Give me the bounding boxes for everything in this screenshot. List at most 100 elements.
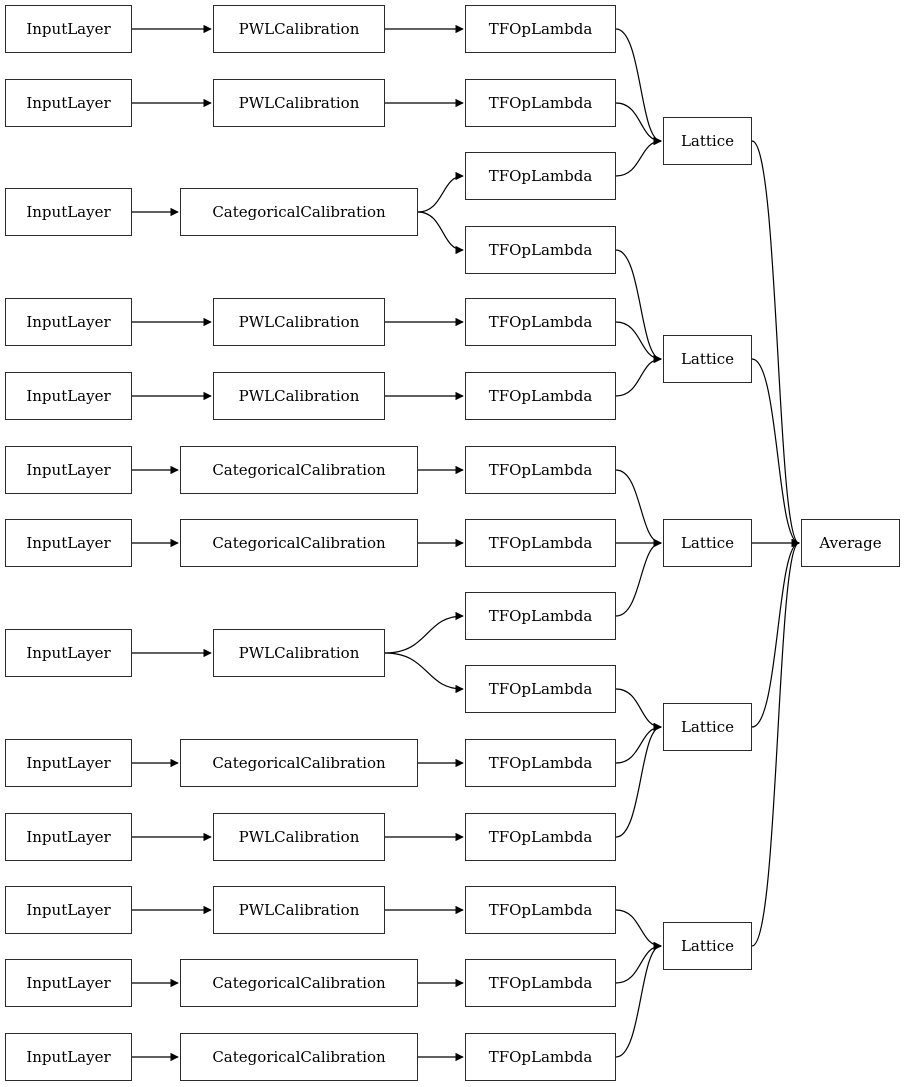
node-label: Lattice	[680, 936, 735, 955]
node-cal9[interactable]: CategoricalCalibration	[180, 739, 418, 787]
node-in13[interactable]: InputLayer	[5, 1033, 132, 1081]
node-in12[interactable]: InputLayer	[5, 959, 132, 1007]
node-label: TFOpLambda	[488, 93, 593, 112]
node-label: Lattice	[680, 533, 735, 552]
node-label: PWLCalibration	[238, 19, 360, 38]
node-label: PWLCalibration	[238, 643, 360, 662]
node-label: CategoricalCalibration	[212, 753, 386, 772]
edge-cal3-to-lam4	[417, 211, 464, 255]
node-lam3[interactable]: TFOpLambda	[465, 152, 616, 200]
node-in10[interactable]: InputLayer	[5, 813, 132, 861]
node-cal10[interactable]: PWLCalibration	[213, 813, 385, 861]
node-label: InputLayer	[26, 202, 111, 221]
node-label: InputLayer	[26, 973, 111, 992]
node-label: InputLayer	[26, 386, 111, 405]
node-cal4[interactable]: PWLCalibration	[213, 298, 385, 346]
edge-lat2-to-avg	[751, 358, 800, 548]
node-in1[interactable]: InputLayer	[5, 5, 132, 53]
node-label: CategoricalCalibration	[212, 202, 386, 221]
node-avg[interactable]: Average	[801, 519, 900, 567]
node-label: CategoricalCalibration	[212, 1047, 386, 1066]
node-label: TFOpLambda	[488, 386, 593, 405]
node-cal1[interactable]: PWLCalibration	[213, 5, 385, 53]
node-label: Lattice	[680, 349, 735, 368]
node-label: InputLayer	[26, 827, 111, 846]
node-in6[interactable]: InputLayer	[5, 446, 132, 494]
edge-cal8-to-lam9	[384, 611, 464, 654]
node-lam10[interactable]: TFOpLambda	[465, 665, 616, 713]
edge-lam1-to-lat1	[615, 28, 662, 146]
node-cal8[interactable]: PWLCalibration	[213, 629, 385, 677]
node-in11[interactable]: InputLayer	[5, 886, 132, 934]
node-cal7[interactable]: CategoricalCalibration	[180, 519, 418, 567]
node-lam12[interactable]: TFOpLambda	[465, 813, 616, 861]
node-label: InputLayer	[26, 753, 111, 772]
edge-lam6-to-lat2	[615, 354, 662, 397]
node-label: CategoricalCalibration	[212, 533, 386, 552]
node-lam11[interactable]: TFOpLambda	[465, 739, 616, 787]
node-lat3[interactable]: Lattice	[663, 519, 752, 567]
node-in2[interactable]: InputLayer	[5, 79, 132, 127]
edge-lam4-to-lat2	[615, 249, 662, 364]
node-in5[interactable]: InputLayer	[5, 372, 132, 420]
node-label: Lattice	[680, 131, 735, 150]
node-cal5[interactable]: PWLCalibration	[213, 372, 385, 420]
node-label: CategoricalCalibration	[212, 460, 386, 479]
node-lam4[interactable]: TFOpLambda	[465, 226, 616, 274]
node-label: PWLCalibration	[238, 386, 360, 405]
node-lam2[interactable]: TFOpLambda	[465, 79, 616, 127]
node-label: TFOpLambda	[488, 240, 593, 259]
edge-lam10-to-lat4	[615, 688, 662, 732]
edge-lam15-to-lat5	[615, 941, 662, 1058]
edge-lat4-to-avg	[751, 538, 800, 728]
node-cal12[interactable]: CategoricalCalibration	[180, 959, 418, 1007]
edge-lam7-to-lat3	[615, 469, 662, 548]
edge-lam9-to-lat3	[615, 538, 662, 617]
node-in8[interactable]: InputLayer	[5, 629, 132, 677]
node-label: TFOpLambda	[488, 827, 593, 846]
node-in9[interactable]: InputLayer	[5, 739, 132, 787]
node-lam7[interactable]: TFOpLambda	[465, 446, 616, 494]
node-lam5[interactable]: TFOpLambda	[465, 298, 616, 346]
node-lat4[interactable]: Lattice	[663, 703, 752, 751]
node-lat1[interactable]: Lattice	[663, 117, 752, 165]
node-label: Average	[819, 533, 882, 552]
node-label: InputLayer	[26, 533, 111, 552]
node-lam14[interactable]: TFOpLambda	[465, 959, 616, 1007]
node-label: TFOpLambda	[488, 533, 593, 552]
node-label: TFOpLambda	[488, 19, 593, 38]
edge-lam14-to-lat5	[615, 941, 662, 984]
node-label: InputLayer	[26, 643, 111, 662]
node-cal11[interactable]: PWLCalibration	[213, 886, 385, 934]
node-label: PWLCalibration	[238, 93, 360, 112]
node-label: CategoricalCalibration	[212, 973, 386, 992]
edge-lam3-to-lat1	[615, 136, 662, 177]
node-label: TFOpLambda	[488, 606, 593, 625]
edge-lam11-to-lat4	[615, 722, 662, 764]
node-in3[interactable]: InputLayer	[5, 188, 132, 236]
node-lat2[interactable]: Lattice	[663, 335, 752, 383]
node-cal13[interactable]: CategoricalCalibration	[180, 1033, 418, 1081]
node-cal2[interactable]: PWLCalibration	[213, 79, 385, 127]
node-in4[interactable]: InputLayer	[5, 298, 132, 346]
node-label: InputLayer	[26, 93, 111, 112]
edge-lat5-to-avg	[751, 538, 800, 947]
node-label: TFOpLambda	[488, 312, 593, 331]
node-lam13[interactable]: TFOpLambda	[465, 886, 616, 934]
edge-lam12-to-lat4	[615, 722, 662, 838]
node-label: Lattice	[680, 717, 735, 736]
node-lam1[interactable]: TFOpLambda	[465, 5, 616, 53]
edge-lam13-to-lat5	[615, 909, 662, 951]
edge-cal8-to-lam10	[384, 652, 464, 694]
node-lam8[interactable]: TFOpLambda	[465, 519, 616, 567]
edge-lam2-to-lat1	[615, 102, 662, 146]
node-lam6[interactable]: TFOpLambda	[465, 372, 616, 420]
node-in7[interactable]: InputLayer	[5, 519, 132, 567]
node-lam9[interactable]: TFOpLambda	[465, 592, 616, 640]
node-cal3[interactable]: CategoricalCalibration	[180, 188, 418, 236]
node-cal6[interactable]: CategoricalCalibration	[180, 446, 418, 494]
node-lam15[interactable]: TFOpLambda	[465, 1033, 616, 1081]
node-lat5[interactable]: Lattice	[663, 922, 752, 970]
node-label: TFOpLambda	[488, 973, 593, 992]
